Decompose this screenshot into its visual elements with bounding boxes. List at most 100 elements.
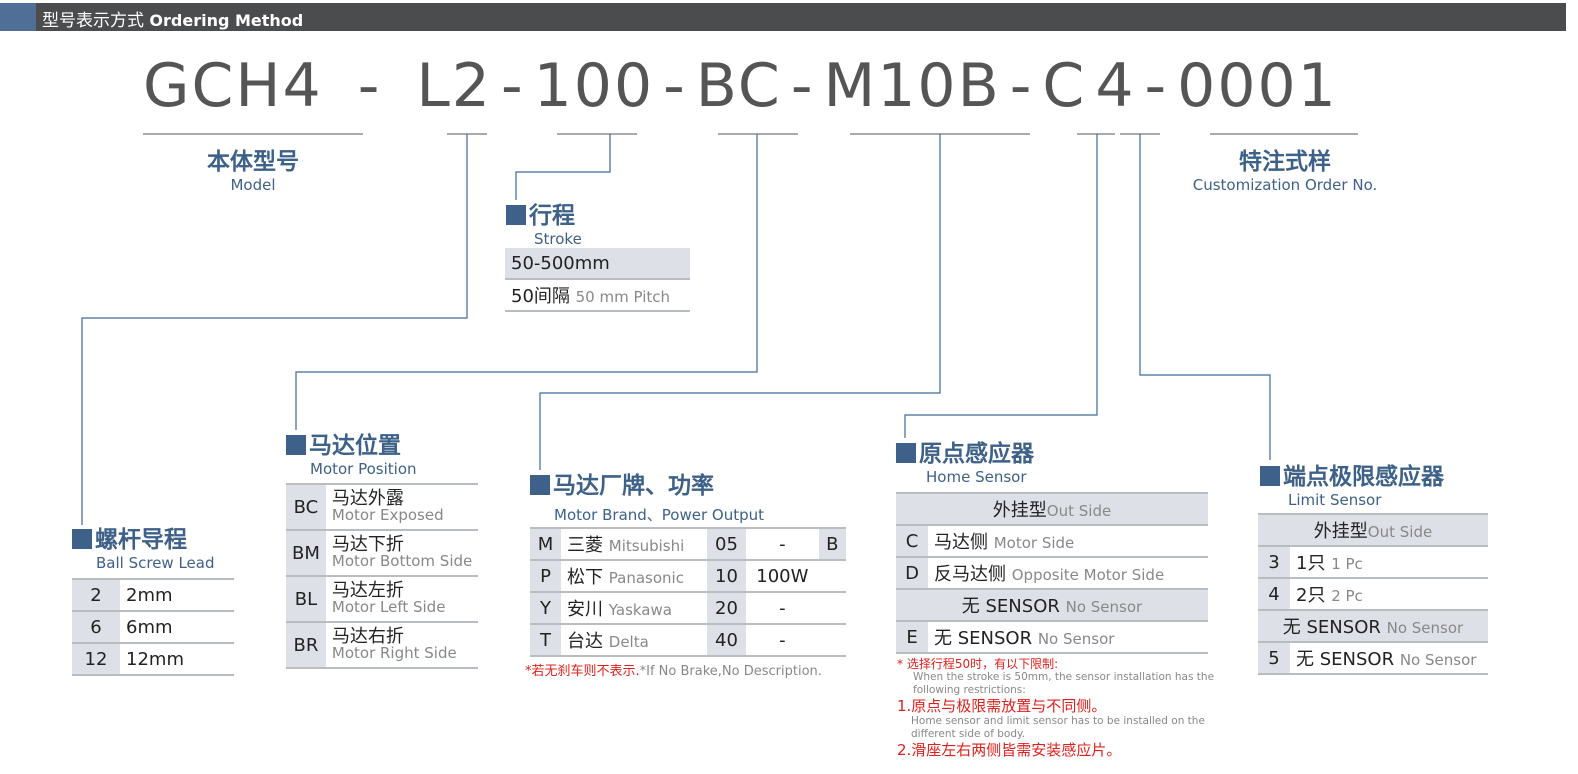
brake-code <box>818 592 846 625</box>
limit-label: 端点极限感应器 Limit Sensor <box>1260 457 1444 509</box>
head-cn: 外挂型 <box>992 500 1047 521</box>
brand-cn: 三菱 <box>567 535 604 556</box>
brake-code <box>818 560 846 593</box>
note-2-en: Home sensor and limit sensor has to be i… <box>911 715 1205 740</box>
code-home: C <box>1042 51 1087 121</box>
custom-cn: 特注式样 <box>1239 149 1331 175</box>
brand-code: Y <box>530 592 562 625</box>
square-marker-icon <box>72 529 92 549</box>
lead-value: 2mm <box>120 579 234 612</box>
note-en: *If No Brake,No Description. <box>639 664 822 679</box>
lead-code: 2 <box>72 579 120 612</box>
lead-value: 6mm <box>120 611 234 644</box>
stroke-en: Stroke <box>534 230 582 248</box>
square-marker-icon <box>530 475 550 495</box>
position-cn: 马达右折 <box>331 626 404 647</box>
position-code: BR <box>286 622 326 669</box>
lead-label: 螺杆导程 Ball Screw Lead <box>72 520 215 572</box>
lead-cn: 螺杆导程 <box>95 527 187 553</box>
stroke-label: 行程 Stroke <box>506 196 582 248</box>
home-head: 外挂型Out Side <box>896 493 1208 526</box>
limit-head: 外挂型Out Side <box>1258 514 1488 547</box>
home-label: 原点感应器 Home Sensor <box>896 434 1034 486</box>
code-custom: 0001 <box>1177 51 1338 121</box>
limit-none: 无 SENSOR No Sensor <box>1258 610 1488 643</box>
stroke-range: 50-500mm <box>505 248 690 280</box>
home-en: Home Sensor <box>926 468 1027 486</box>
model-cn: 本体型号 <box>207 149 299 175</box>
stroke-restrictions: * 选择行程50时，有以下限制: When the stroke is 50mm… <box>897 657 1217 760</box>
brand-cn: 松下 <box>567 567 604 588</box>
limit-en: No Sensor <box>1386 619 1464 637</box>
home-table: 外挂型Out Side C 马达侧 Motor Side D 反马达侧 Opposi… <box>896 492 1208 654</box>
position-en: Motor Right Side <box>331 644 457 662</box>
limit-en: 1 Pc <box>1331 555 1363 573</box>
note-cn: *若无刹车则不表示. <box>525 664 640 679</box>
home-en: Opposite Motor Side <box>1011 566 1165 584</box>
brand-code: M <box>530 528 562 561</box>
code-sep: - <box>357 51 382 121</box>
home-code: E <box>896 621 928 654</box>
home-cn: 马达侧 <box>934 532 988 553</box>
lead-code: 12 <box>72 643 120 676</box>
home-code: C <box>896 525 928 558</box>
power-code: 20 <box>706 592 747 625</box>
brake-code <box>818 624 846 657</box>
note-1: * 选择行程50时，有以下限制: <box>897 657 1059 671</box>
title-cn: 型号表示方式 <box>42 11 144 31</box>
brand-en: Yaskawa <box>608 601 672 619</box>
head-en: Out Side <box>1046 502 1112 520</box>
power-value: - <box>746 624 819 657</box>
limit-en: Limit Sensor <box>1288 491 1382 509</box>
home-en: Motor Side <box>993 534 1075 552</box>
note-1-en: When the stroke is 50mm, the sensor inst… <box>913 671 1215 696</box>
lead-en: Ball Screw Lead <box>96 554 215 572</box>
home-cn: 反马达侧 <box>934 564 1006 585</box>
power-code: 05 <box>706 528 747 561</box>
table-row: 无 SENSOR No Sensor <box>1258 610 1488 643</box>
table-row: C 马达侧 Motor Side <box>896 525 1208 558</box>
code-motor: M10B <box>823 51 1001 121</box>
square-marker-icon <box>506 205 526 225</box>
code-position: BC <box>695 51 782 121</box>
home-cn: 无 SENSOR <box>961 596 1060 617</box>
position-cn: 马达位置 <box>309 433 401 459</box>
header-title: 型号表示方式 Ordering Method <box>42 6 303 31</box>
power-value: - <box>746 592 819 625</box>
square-marker-icon <box>896 443 916 463</box>
home-none: 无 SENSOR No Sensor <box>896 589 1208 622</box>
home-en: No Sensor <box>1065 598 1143 616</box>
position-en: Motor Position <box>310 460 417 478</box>
square-marker-icon <box>1260 466 1280 486</box>
limit-cn: 无 SENSOR <box>1296 649 1395 670</box>
pitch-cn: 50间隔 <box>511 286 570 307</box>
power-value: - <box>746 528 819 561</box>
table-row: 无 SENSOR No Sensor <box>896 589 1208 622</box>
limit-cn: 无 SENSOR <box>1282 617 1381 638</box>
position-cn: 马达左折 <box>331 580 404 601</box>
code-sep: - <box>1009 51 1034 121</box>
code-sep: - <box>790 51 815 121</box>
brake-code: B <box>818 528 846 561</box>
brand-code: P <box>530 560 562 593</box>
limit-en: No Sensor <box>1399 651 1477 669</box>
position-en: Motor Exposed <box>331 506 444 524</box>
power-code: 10 <box>706 560 747 593</box>
brand-label: 马达厂牌、功率 Motor Brand、Power Output <box>530 466 764 525</box>
brand-en: Panasonic <box>608 569 684 587</box>
brand-cn: 安川 <box>567 599 604 620</box>
home-code: D <box>896 557 928 590</box>
position-cn: 马达外露 <box>331 488 404 509</box>
brand-cn: 马达厂牌、功率 <box>553 473 714 499</box>
